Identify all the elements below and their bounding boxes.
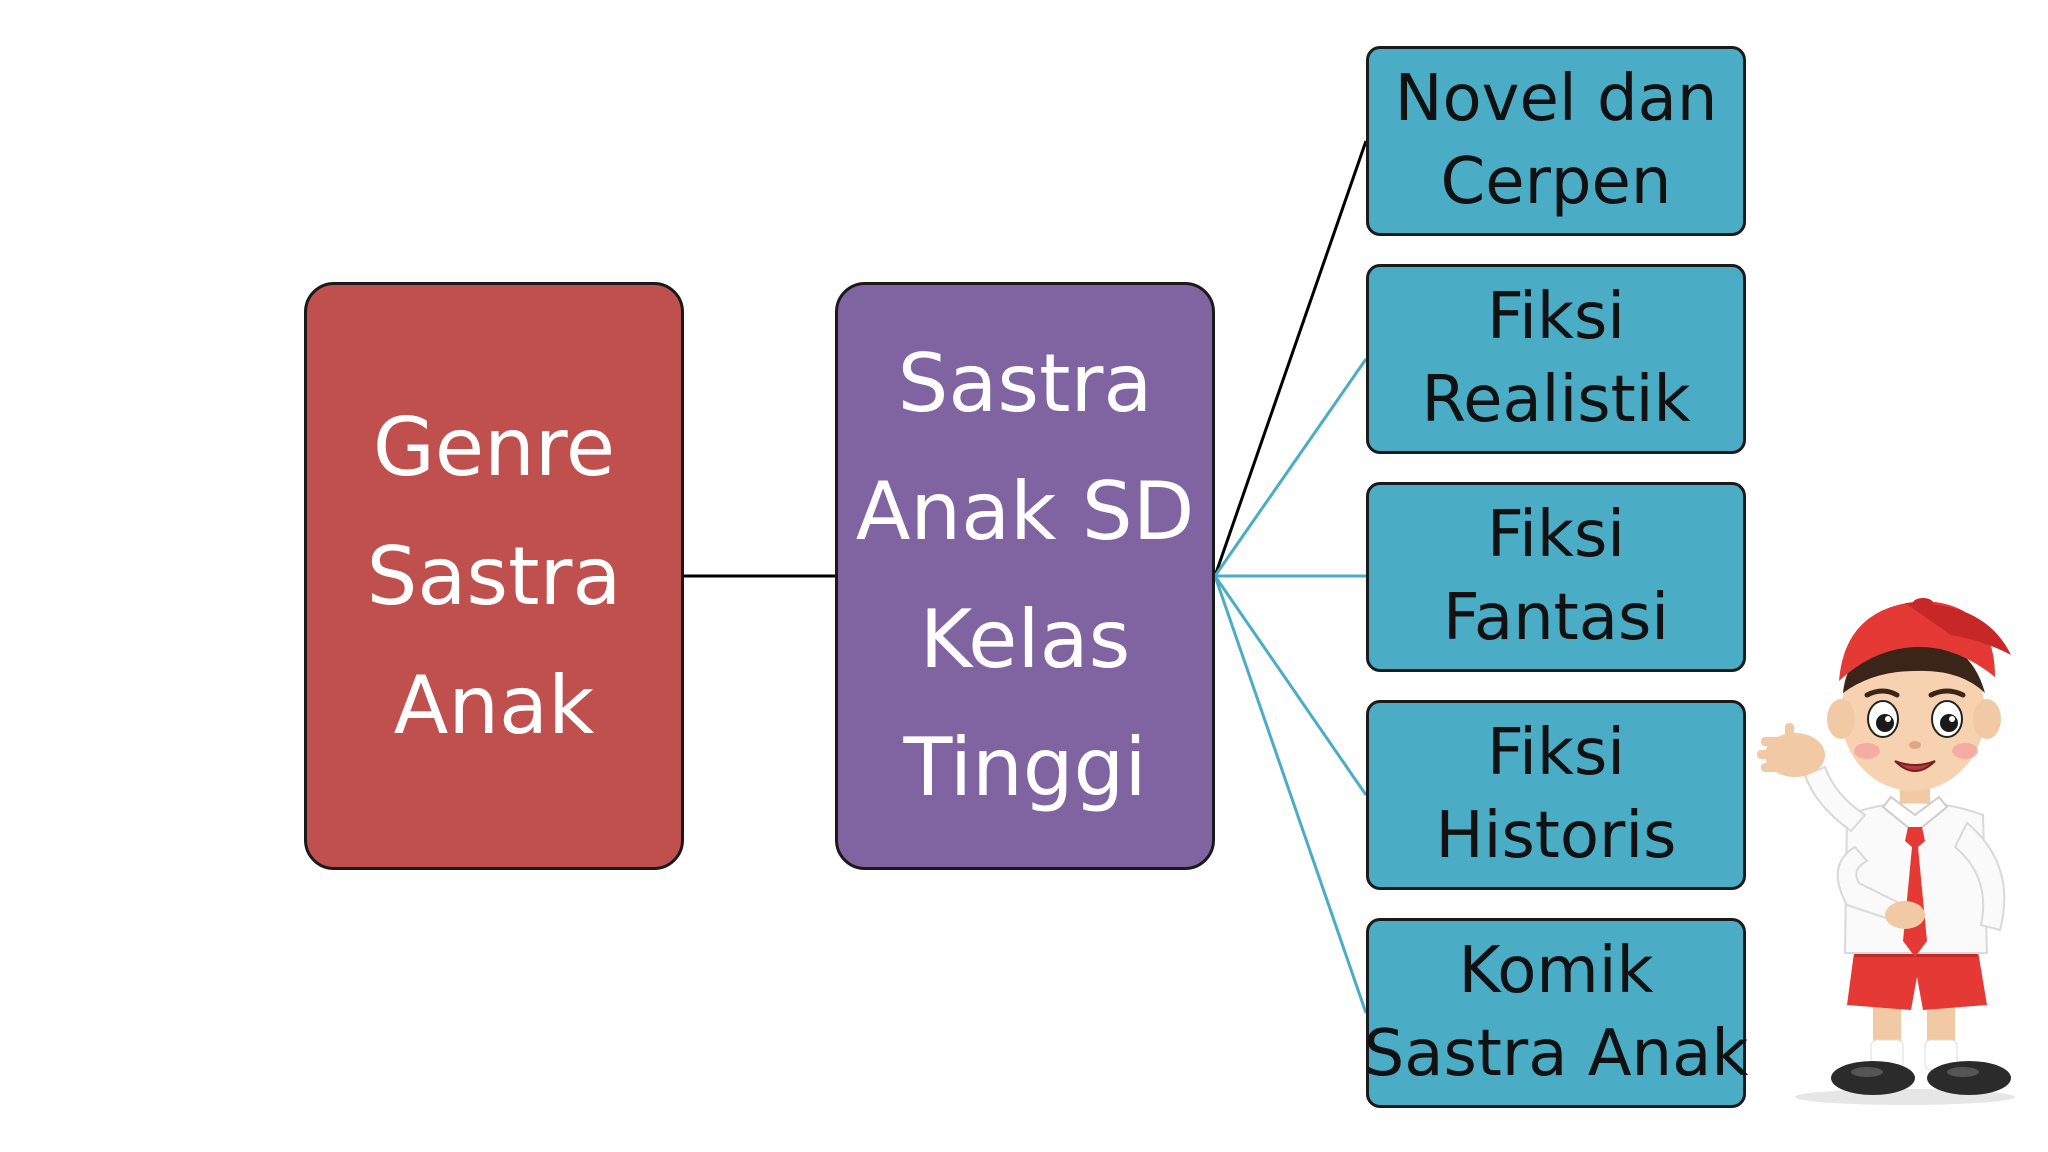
leaf-node-line: Fiksi — [1486, 280, 1626, 354]
root-node-line: Genre — [372, 400, 616, 494]
leaf-node-line: Fiksi — [1486, 498, 1626, 572]
leaf-node-line: Cerpen — [1440, 145, 1672, 219]
middle-node-line: Sastra — [897, 337, 1153, 430]
root-node-line: Anak — [393, 658, 595, 752]
connector-to-leaf-komik — [1213, 575, 1368, 1014]
root-node-line: Sastra — [366, 529, 622, 623]
middle-node-sastra-anak-sd: Sastra Anak SD Kelas Tinggi — [835, 282, 1215, 870]
leaf-node-fiksi-realistik: Fiksi Realistik — [1366, 264, 1746, 454]
leaf-node-line: Fiksi — [1486, 716, 1626, 790]
connector-to-leaf-realistik — [1213, 358, 1368, 577]
leaf-node-novel-cerpen: Novel dan Cerpen — [1366, 46, 1746, 236]
leaf-node-komik-sastra-anak: Komik Sastra Anak — [1363, 918, 1749, 1108]
connector-to-leaf-novel — [1213, 140, 1368, 577]
middle-node-line: Anak SD — [855, 465, 1195, 558]
leaf-node-line: Komik — [1458, 934, 1654, 1008]
leaf-node-line: Sastra Anak — [1363, 1017, 1749, 1091]
leaf-node-line: Realistik — [1421, 363, 1691, 437]
leaf-node-line: Novel dan — [1394, 62, 1718, 136]
connector-to-leaf-historis — [1213, 575, 1368, 796]
leaf-node-fiksi-historis: Fiksi Historis — [1366, 700, 1746, 890]
leaf-node-line: Historis — [1435, 799, 1677, 873]
root-node-genre-sastra-anak: Genre Sastra Anak — [304, 282, 684, 870]
middle-node-line: Tinggi — [903, 721, 1147, 814]
schoolboy-mascot-icon — [1757, 598, 2015, 1105]
leaf-node-fiksi-fantasi: Fiksi Fantasi — [1366, 482, 1746, 672]
middle-node-line: Kelas — [919, 593, 1131, 686]
leaf-node-line: Fantasi — [1442, 581, 1670, 655]
